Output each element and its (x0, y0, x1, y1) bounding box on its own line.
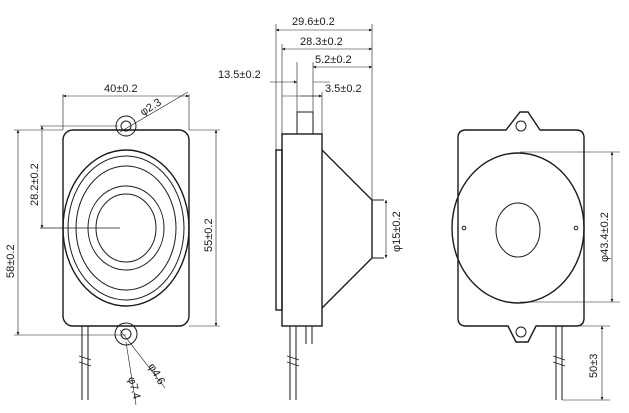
back-magnet (495, 202, 541, 258)
back-frame (457, 111, 585, 343)
back-diameter-label: φ43.4±0.2 (599, 212, 611, 262)
side-body (281, 133, 323, 327)
height-label: 58±0.2 (5, 244, 17, 278)
back-top-hole (515, 120, 527, 132)
width-label: 40±0.2 (104, 83, 138, 95)
body-depth-label: 28.3±0.2 (300, 36, 343, 48)
inner-height-label: 55±0.2 (203, 218, 215, 252)
lead-hole-outer-label: φ7.4 (125, 376, 142, 401)
back-view (451, 111, 585, 400)
lead-length-label: 50±3 (588, 354, 600, 378)
plate-label: 3.5±0.2 (325, 83, 362, 95)
hole-offset-label: 28.2±0.2 (29, 163, 41, 206)
top-mount-hole (115, 115, 137, 137)
side-cone (321, 149, 373, 309)
side-terminal (296, 111, 314, 135)
side-flange (275, 149, 283, 311)
back-rim (451, 152, 585, 304)
terminal-label: 5.2±0.2 (315, 54, 352, 66)
lead-hole (114, 322, 138, 346)
back-bottom-hole (515, 326, 527, 338)
side-dimensions: 29.6±0.2 28.3±0.2 5.2±0.2 13.5±0.2 3.5±0… (218, 16, 403, 259)
lead-hole-label: φ4.6 (145, 362, 167, 387)
flange-label: 13.5±0.2 (218, 69, 261, 81)
back-dimensions: φ43.4±0.2 50±3 (520, 151, 620, 401)
front-dimensions: 40±0.2 58±0.2 28.2±0.2 55±0.2 φ2.3 φ4.6 … (5, 83, 220, 406)
overall-label: 29.6±0.2 (292, 16, 335, 28)
front-view (40, 115, 190, 400)
side-view (275, 111, 384, 400)
top-hole-label: φ2.3 (138, 96, 163, 118)
cone-end-label: φ15±0.2 (391, 211, 403, 252)
